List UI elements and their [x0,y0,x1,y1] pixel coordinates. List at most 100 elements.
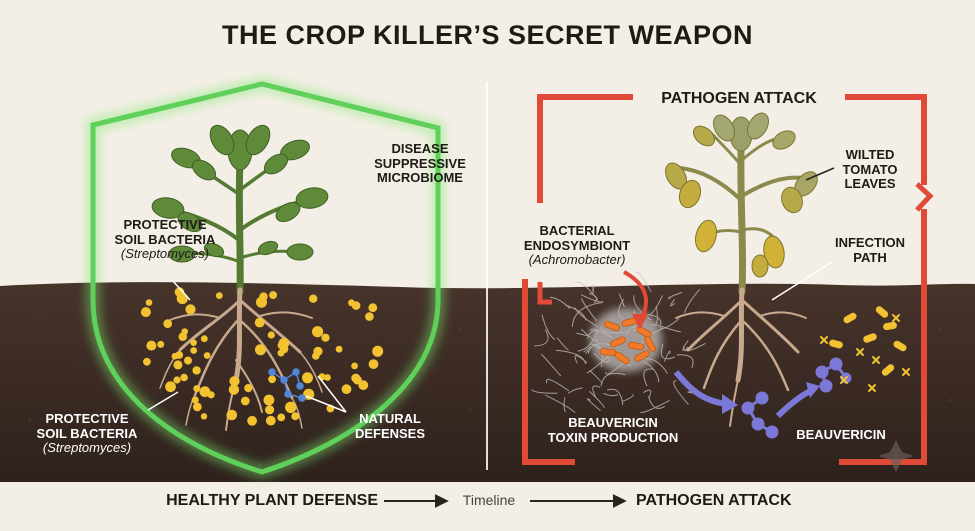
bacteria-dot [255,344,266,356]
sparkle-icon [878,440,914,472]
bacteria-dot [190,339,197,347]
hypha-strand [592,385,601,399]
hypha-strand [670,299,676,307]
bacteria-label-bottom: PROTECTIVE SOIL BACTERIA (Streptomyces) [22,411,152,456]
bacteria-dot [278,338,290,349]
endosymbiont-line-2: ENDOSYMBIONT [523,237,631,253]
bacteria-dot [174,287,185,297]
bacteria-label-top: PROTECTIVE SOIL BACTERIA (Streptomyces) [100,217,230,262]
bacteria-dot [302,372,313,384]
hypha-strand [545,378,570,392]
bacteria-dot [200,413,208,420]
bacteria-dot [157,340,165,348]
bacteria-dot [175,351,184,359]
pathogen-heading: PATHOGEN ATTACK [628,90,850,108]
hypha-strand [635,271,652,292]
bacteria-rod [829,339,843,349]
timeline-end-text: PATHOGEN ATTACK [636,492,792,509]
bacteria-dot [265,415,276,426]
hypha-strand [683,288,701,314]
bacteria-dot [146,340,157,351]
shield-outline [90,81,441,475]
bacteria-pointer-bottom [147,391,179,411]
wilted-line-1: WILTED [845,147,895,162]
x-mark [840,376,848,384]
hypha-strand [531,388,558,394]
hypha-strand [654,323,682,333]
bacteria-dot [185,304,196,315]
bacteria-dot [254,317,265,328]
healthy-tomato-plant [151,124,329,296]
hypha-strand [592,284,595,294]
beauvericin-label: BEAUVERICIN [786,427,896,443]
defenses-line-1: NATURAL [359,411,421,426]
endosymbiont-arrowhead [632,314,648,330]
bacteria-dot [228,384,240,395]
bacteria-rod [843,312,857,324]
x-mark [902,368,910,376]
bacteria-dot [265,405,275,415]
hypha-strand [600,372,626,387]
bacteria-dot [180,373,188,382]
toxin-label: BEAUVERICIN TOXIN PRODUCTION [538,415,688,445]
endosymbiont-label: BACTERIAL ENDOSYMBIONT (Achromobacter) [512,223,642,268]
wilted-line-2: TOMATO [842,161,898,177]
bacteria-bottom-line-1: PROTECTIVE [45,411,129,426]
timeline-start-text: HEALTHY PLANT DEFENSE [166,492,378,509]
bacteria-dot [277,413,286,422]
bacteria-dot [335,345,343,353]
bacteria-dot [269,291,278,300]
wilted-label: WILTED TOMATO LEAVES [822,147,918,192]
bacteria-dot [291,412,300,421]
hypha-strand [563,396,566,413]
bacteria-dot [163,319,173,329]
bacteria-pointer-top [171,279,191,301]
x-mark [872,356,880,364]
hypha-strand [586,398,601,411]
wilted-line-3: LEAVES [844,176,896,192]
bacteria-dot [351,301,361,310]
timeline-end: PATHOGEN ATTACK [636,492,876,510]
bacteria-dot [268,375,276,384]
bacteria-dot [240,396,250,406]
hypha-strand [673,380,689,405]
bacteria-dot [226,409,238,421]
bacteria-dot [368,303,378,313]
hypha-strand [622,393,634,402]
hypha-strand [567,387,583,394]
timeline-middle-text: Timeline [462,492,516,508]
bacteria-rod [883,321,897,331]
bacteria-top-line-2: SOIL BACTERIA [114,231,216,247]
bacteria-dot [173,376,181,384]
hypha-strand [580,298,598,322]
bacteria-dot [353,375,362,385]
wilted-pointer [805,167,835,181]
defenses-label: NATURAL DEFENSES [340,411,440,441]
toxin-flow-arrowhead-2 [806,382,820,398]
frame-notch [915,182,934,212]
bacteria-dot [203,352,211,359]
hypha-strand [589,369,603,385]
bacteria-dot [267,331,275,339]
bacteria-dot [207,391,215,399]
bacteria-dot [324,374,331,381]
bacteria-dot [184,356,192,365]
hypha-strand [588,390,605,409]
bacteria-dot [309,294,318,303]
bacteria-dot [190,347,198,354]
hypha-strand [555,349,587,365]
bacteria-top-species: (Streptomyces) [120,246,210,262]
hypha-strand [668,291,683,299]
bacteria-dot [140,307,151,318]
wilted-tomato-plant [665,112,818,296]
bacteria-dot [143,357,151,366]
bacteria-dot [263,394,275,406]
hypha-strand [576,332,590,337]
hypha-strand [580,294,604,303]
bacteria-rod [863,333,877,343]
bacteria-rod [893,340,907,352]
microbiome-label: DISEASE SUPPRESSIVE MICROBIOME [360,141,480,186]
bacteria-dot [215,292,223,299]
pathogen-frame [522,94,927,465]
infection-line-2: PATH [853,249,887,265]
